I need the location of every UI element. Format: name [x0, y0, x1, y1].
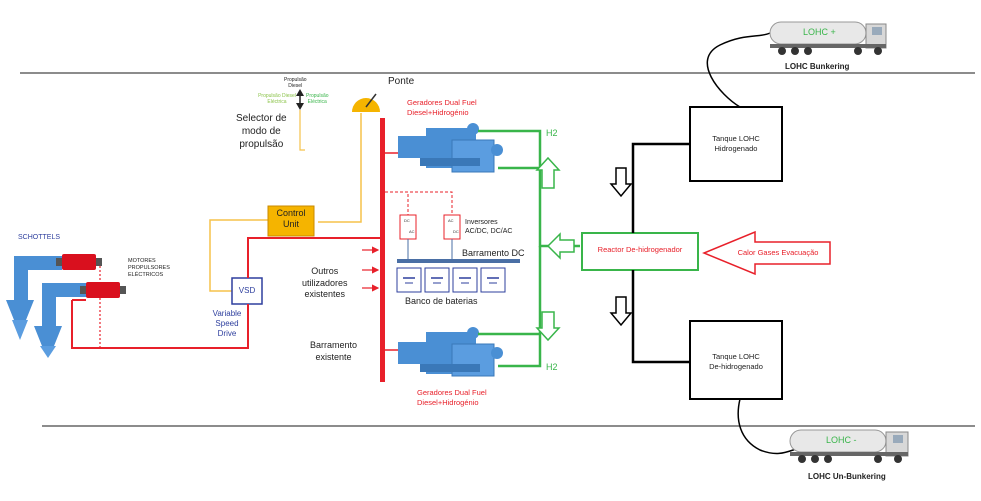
- selector-line3: propulsão: [239, 139, 284, 150]
- tanque-h-line2: Hidrogenado: [714, 143, 758, 153]
- propulsao-diesel-line1: Propulsão: [284, 77, 307, 83]
- selector-line2: modo de: [241, 126, 281, 137]
- dc-busbar: [397, 259, 520, 263]
- propulsao-diesel-line2: Diesel: [288, 82, 303, 89]
- inverter-text-1b: AC: [409, 229, 415, 234]
- inversores-line2: AC/DC, DC/AC: [465, 228, 513, 236]
- battery-bank: [396, 267, 506, 293]
- geradores-bottom-line2: Diesel+Hidrogénio: [417, 398, 479, 408]
- propulsion-mode-arrows-icon: [296, 89, 304, 110]
- vsd-label: VSD: [238, 286, 256, 295]
- lohc-arrow-down-bottom-icon: [609, 296, 633, 327]
- selector-line1: Selector de: [236, 113, 287, 124]
- h2-bottom-label: H2: [546, 362, 558, 372]
- outros-label: Outros utilizadores existentes: [302, 266, 348, 301]
- lohc-minus-label: LOHC -: [826, 435, 857, 445]
- geradores-bottom-label: Geradores Dual Fuel Diesel+Hidrogénio: [417, 388, 487, 408]
- control-unit-box: [267, 205, 315, 237]
- outros-line3: existentes: [304, 289, 346, 300]
- vsd-desc-line2: Speed: [215, 319, 239, 328]
- vsd-box: [231, 277, 263, 305]
- reactor-label: Reactor De-hidrogenador: [597, 245, 683, 254]
- barramento-existente-line2: existente: [315, 351, 352, 362]
- motores-label: MOTORES PROPULSORES ELÉCTRICOS: [128, 258, 170, 279]
- tanque-hidrogenado-label: Tanque LOHC Hidrogenado: [690, 134, 782, 154]
- schottel-thruster-icon: [6, 256, 90, 358]
- lohc-line-bottom: [631, 270, 690, 364]
- tanque-dehidrogenado-label: Tanque LOHC De-hidrogenado: [690, 352, 782, 372]
- barramento-existente-label: Barramento existente: [310, 340, 357, 363]
- control-line-propulsion: [299, 110, 305, 151]
- barramento-dc-label: Barramento DC: [462, 248, 525, 258]
- motores-line1: MOTORES: [128, 258, 156, 264]
- generator-bottom-icon: [398, 327, 503, 377]
- motores-line3: ELÉCTRICOS: [128, 272, 164, 279]
- schottels-label: SCHOTTELS: [18, 234, 61, 241]
- selector-label: Selector de modo de propulsão: [236, 112, 287, 151]
- lohc-minus-truck-icon: [789, 429, 909, 463]
- h2-line-bottom: [498, 246, 542, 368]
- tanque-d-line1: Tanque LOHC: [712, 352, 760, 361]
- bunkering-hose: [706, 32, 771, 108]
- inverter-text-2b: DC: [453, 229, 459, 234]
- h2-arrow-down-icon: [535, 311, 561, 342]
- propulsao-diesel-label: Propulsão Diesel: [284, 77, 307, 90]
- ponte-label: Ponte: [388, 76, 415, 87]
- tank-dehydrogenated-box: [689, 320, 783, 400]
- lohc-arrow-down-top-icon: [609, 167, 633, 198]
- lohc-unbunkering-label: LOHC Un-Bunkering: [808, 472, 886, 481]
- electric-motor-icon: [56, 254, 126, 298]
- h2-top-label: H2: [546, 128, 558, 138]
- propulsao-eletrica-line2: Eléctrica: [307, 98, 327, 105]
- geradores-top-line1: Geradores Dual Fuel: [407, 98, 477, 107]
- barramento-existente-line1: Barramento: [310, 340, 358, 350]
- power-line-vsd-top: [247, 237, 380, 278]
- lohc-bunkering-label: LOHC Bunkering: [785, 62, 850, 71]
- outros-line1: Outros: [311, 266, 339, 276]
- banco-baterias-label: Banco de baterias: [405, 296, 478, 306]
- propulsao-diesel-eletrica-label: Propulsão Diesel Eléctrica: [258, 93, 296, 105]
- inverter-line-2: [385, 191, 453, 215]
- vsd-desc-line1: Variable: [212, 309, 242, 318]
- reactor-box: [581, 232, 699, 271]
- h2-arrow-up-icon: [535, 156, 561, 189]
- vsd-desc-line3: Drive: [217, 329, 237, 338]
- main-busbar: [380, 118, 385, 382]
- outros-line2: utilizadores: [302, 277, 348, 288]
- control-line-vsd: [209, 219, 268, 292]
- inverter-line-1: [385, 191, 409, 215]
- tanque-d-line2: De-hidrogenado: [709, 361, 763, 371]
- propulsao-eletrica-label: Propulsão Eléctrica: [306, 93, 329, 106]
- lohc-plus-truck-icon: [769, 21, 887, 55]
- geradores-top-line2: Diesel+Hidrogénio: [407, 108, 469, 118]
- generator-top-icon: [398, 123, 503, 173]
- control-unit-line1: Control: [276, 208, 306, 218]
- geradores-bottom-line1: Geradores Dual Fuel: [417, 388, 487, 397]
- inversores-line1: Inversores: [465, 219, 498, 226]
- unbunkering-hose: [737, 398, 801, 455]
- lohc-plus-label: LOHC +: [803, 27, 836, 37]
- inversores-label: Inversores AC/DC, DC/AC: [465, 218, 512, 236]
- bridge-selector-icon: [352, 93, 380, 112]
- heat-arrow-icon: [702, 230, 831, 276]
- control-line-selector: [318, 113, 362, 223]
- variable-speed-drive-label: Variable Speed Drive: [210, 309, 244, 339]
- calor-label: Calor Gases Evacuação: [737, 248, 819, 257]
- control-unit-label: Control Unit: [268, 208, 314, 231]
- lohc-line-top: [631, 142, 690, 233]
- propulsao-eletrica-line1: Propulsão: [306, 93, 329, 99]
- inverter-text-2a: AC: [448, 218, 454, 223]
- tanque-h-line1: Tanque LOHC: [712, 134, 760, 143]
- inverter-text-1a: DC: [404, 218, 410, 223]
- motores-line2: PROPULSORES: [128, 265, 170, 272]
- control-unit-line2: Unit: [282, 219, 299, 230]
- tank-hydrogenated-box: [689, 106, 783, 182]
- h2-arrow-left-icon: [546, 232, 575, 260]
- power-line-vsd-motor: [71, 300, 249, 349]
- geradores-top-label: Geradores Dual Fuel Diesel+Hidrogénio: [407, 98, 477, 118]
